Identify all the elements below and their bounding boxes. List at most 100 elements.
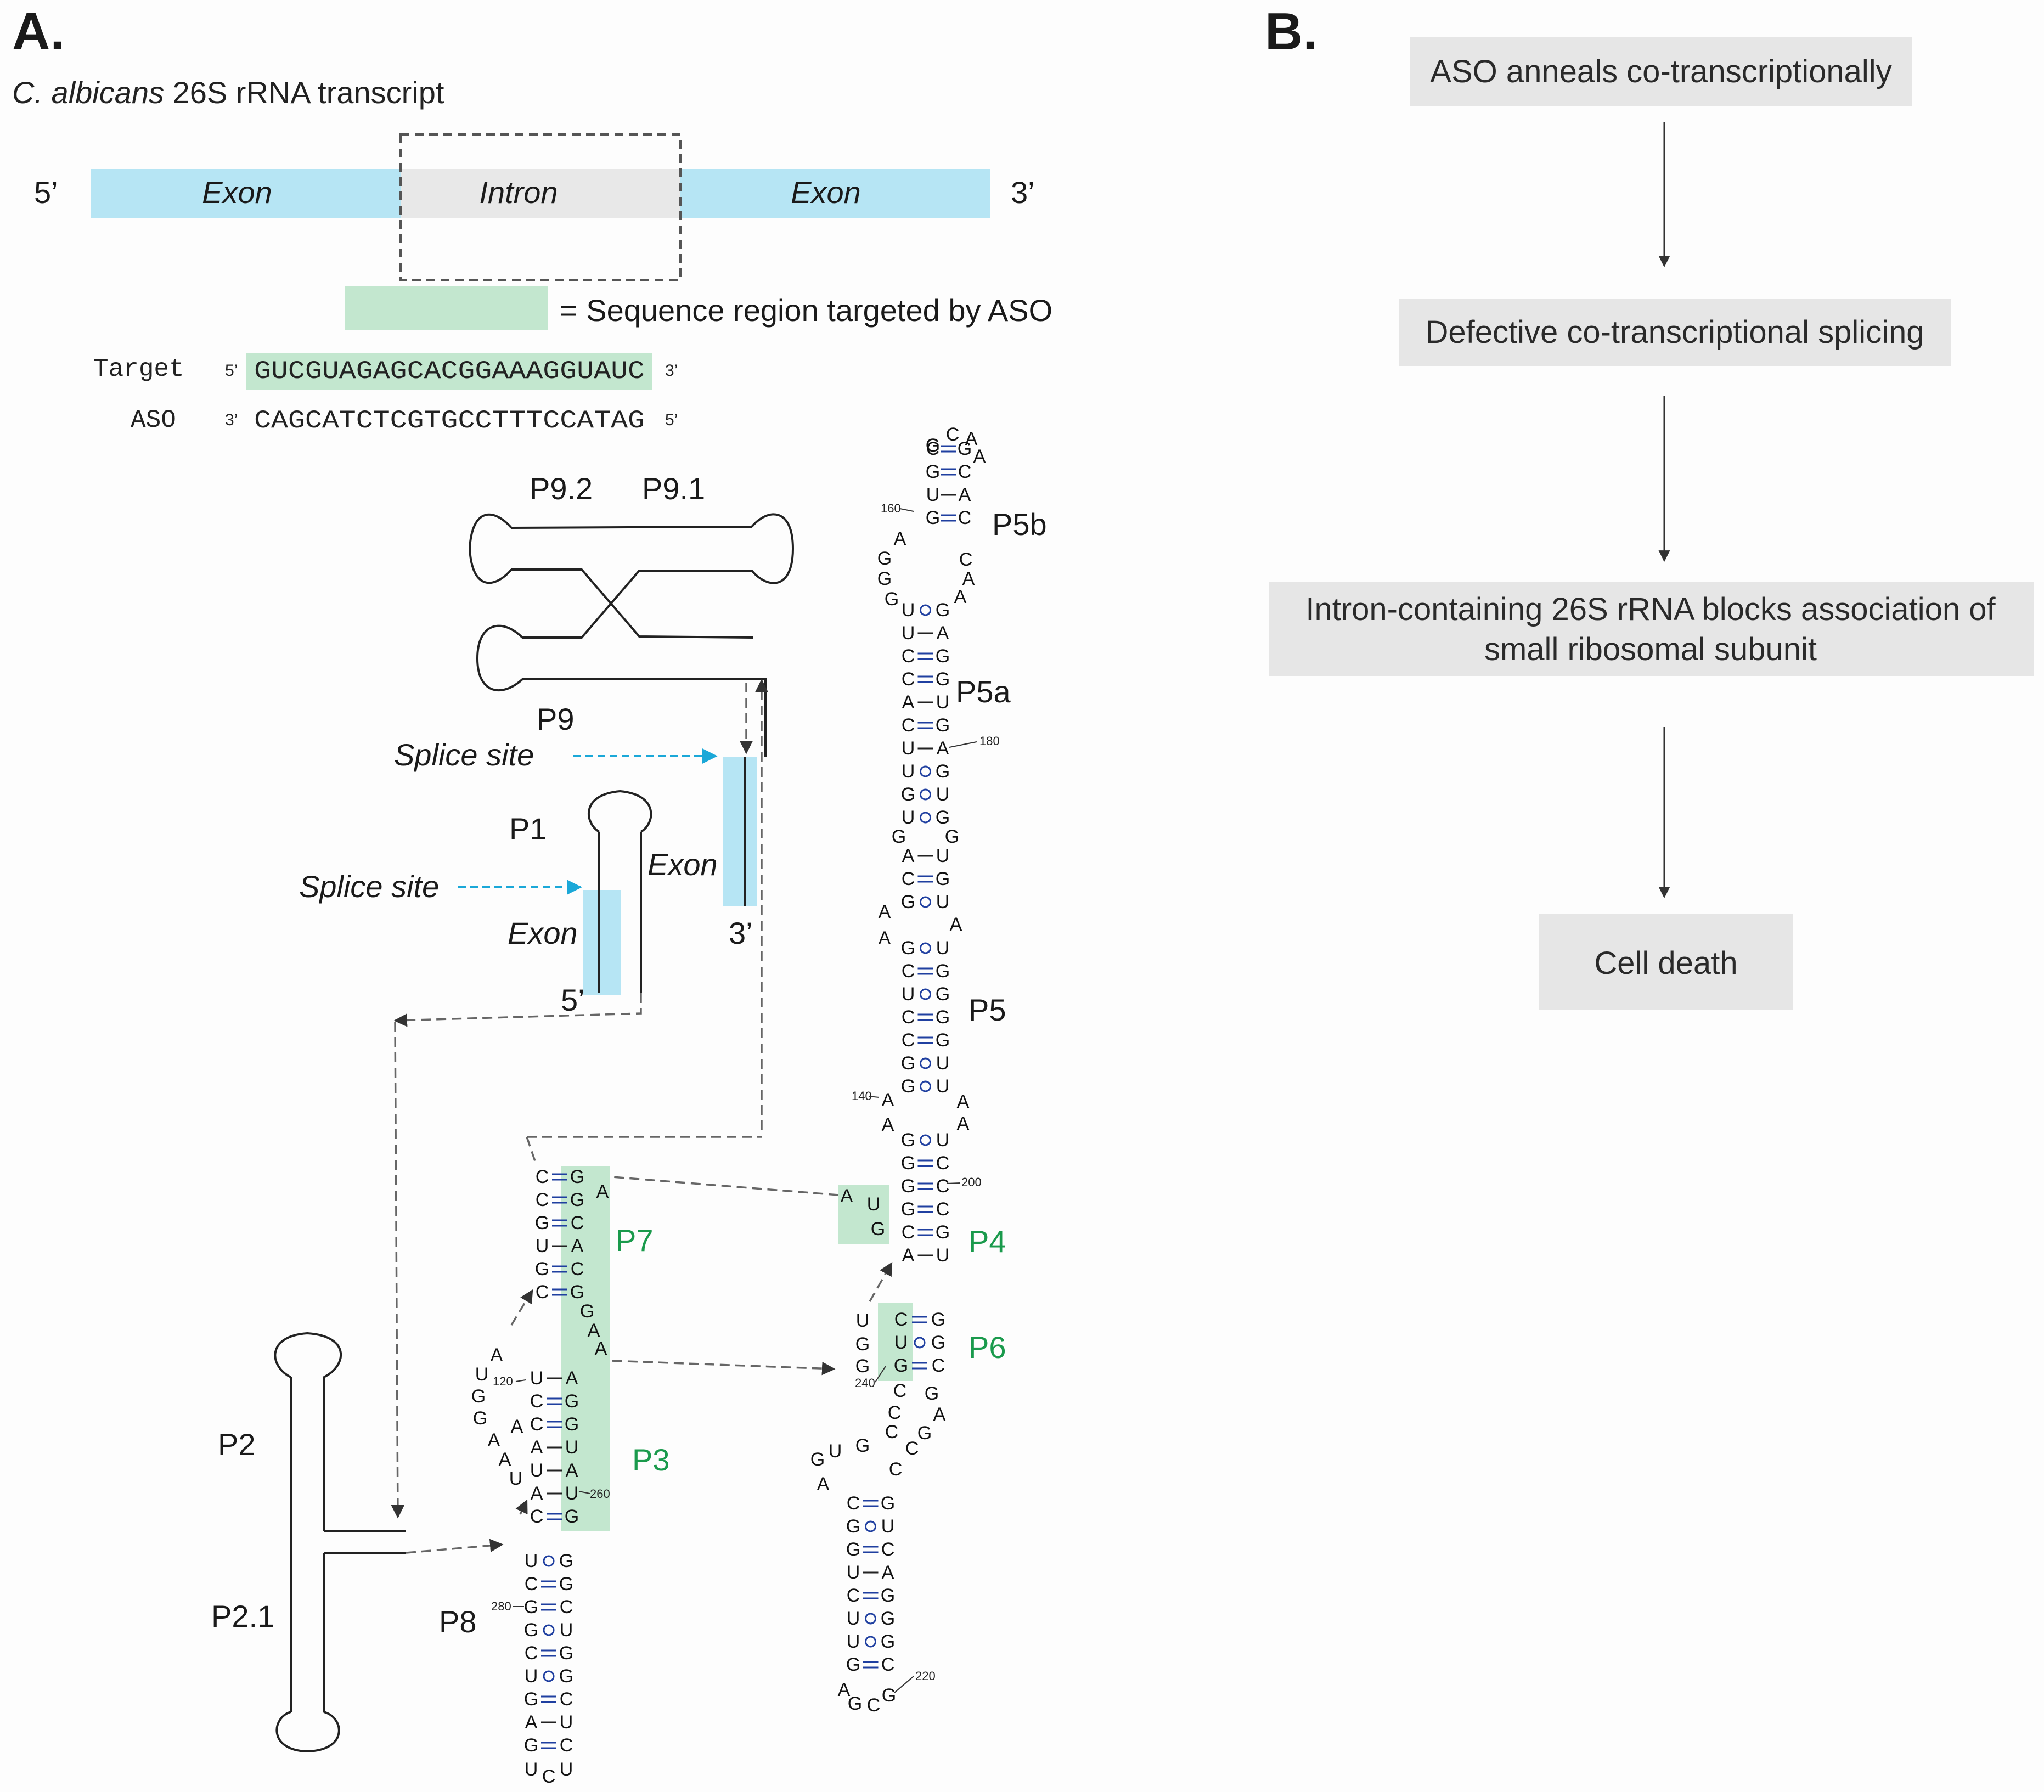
nucleotide-136: A bbox=[596, 1181, 609, 1202]
nucleotide-8: G bbox=[926, 435, 940, 456]
nucleotide-39: G bbox=[892, 826, 906, 847]
transcript-3prime: 3’ bbox=[1011, 175, 1035, 210]
exon-right-label: Exon bbox=[791, 175, 861, 210]
nucleotide-35: G bbox=[901, 784, 915, 805]
label-p4: P4 bbox=[968, 1224, 1006, 1259]
nucleotide-174: G bbox=[524, 1689, 538, 1710]
gu-wobble-pair bbox=[920, 765, 931, 777]
nucleotide-140: A bbox=[491, 1345, 503, 1366]
flowchart: ASO anneals co-transcriptionally Defecti… bbox=[1269, 37, 2034, 1010]
nucleotide-143: G bbox=[473, 1408, 487, 1429]
nucleotide-124: C bbox=[536, 1167, 549, 1187]
nucleotide-26: G bbox=[936, 669, 950, 690]
nucleotide-47: A bbox=[879, 901, 891, 922]
flow-step-1-text: ASO anneals co-transcriptionally bbox=[1430, 54, 1891, 89]
nucleotide-64: A bbox=[882, 1090, 894, 1111]
target-highlight bbox=[246, 353, 652, 390]
exon-3prime-box bbox=[723, 757, 757, 906]
dash-left-to-p2 bbox=[391, 1021, 405, 1519]
nucleotide-135: G bbox=[570, 1282, 584, 1303]
transcript-title: C. albicans 26S rRNA transcript bbox=[12, 75, 444, 110]
nucleotide-25: C bbox=[902, 669, 915, 690]
pos-120: 120 bbox=[493, 1374, 513, 1388]
nucleotide-19: U bbox=[902, 600, 915, 621]
nucleotide-170: C bbox=[525, 1643, 538, 1664]
nucleotide-80: A bbox=[841, 1186, 853, 1207]
nucleotide-99: C bbox=[905, 1438, 919, 1459]
aso-sequence: CAGCATCTCGTGCCTTTCCATAG bbox=[254, 407, 645, 435]
flow-step-3-box bbox=[1269, 582, 2034, 676]
nucleotide-43: C bbox=[902, 869, 915, 889]
nucleotide-79: U bbox=[936, 1245, 950, 1266]
nucleotide-41: A bbox=[902, 846, 915, 866]
target-sequence: GUCGUAGAGCACGGAAAGGUAUC bbox=[254, 357, 645, 386]
label-5prime-end: 5’ bbox=[561, 983, 585, 1017]
nucleotide-160: C bbox=[530, 1506, 544, 1527]
nucleotide-84: G bbox=[931, 1309, 945, 1330]
nucleotide-86: G bbox=[931, 1332, 945, 1353]
nucleotide-0: C bbox=[926, 438, 940, 459]
flow-step-2-text: Defective co-transcriptional splicing bbox=[1425, 314, 1924, 350]
gu-wobble-pair bbox=[920, 988, 931, 1000]
target-5prime: 5’ bbox=[225, 362, 238, 380]
label-p6: P6 bbox=[968, 1330, 1006, 1365]
dash-p3-to-p6 bbox=[581, 1359, 836, 1376]
nucleotide-72: G bbox=[901, 1176, 915, 1197]
nucleotide-34: G bbox=[936, 761, 950, 782]
pos-260: 260 bbox=[590, 1487, 610, 1501]
nucleotide-154: A bbox=[531, 1437, 543, 1458]
nucleotide-148: U bbox=[530, 1368, 544, 1389]
nucleotide-168: G bbox=[524, 1620, 538, 1641]
nucleotide-17: A bbox=[962, 568, 975, 589]
p1-loop bbox=[588, 790, 652, 833]
nucleotide-52: C bbox=[902, 961, 915, 982]
nucleotide-147: U bbox=[509, 1468, 523, 1489]
nucleotide-4: U bbox=[926, 484, 940, 505]
nucleotide-169: U bbox=[560, 1620, 573, 1641]
nucleotide-51: U bbox=[936, 938, 950, 959]
nucleotide-48: A bbox=[879, 928, 891, 949]
label-p2: P2 bbox=[218, 1427, 256, 1462]
nucleotide-3: C bbox=[958, 461, 972, 482]
panel-a-label: A. bbox=[12, 2, 65, 61]
label-p7: P7 bbox=[616, 1223, 654, 1258]
gu-wobble-pair bbox=[920, 788, 931, 801]
nucleotide-90: G bbox=[855, 1334, 870, 1355]
nucleotide-66: A bbox=[957, 1091, 970, 1112]
exon-5prime-box bbox=[583, 890, 621, 995]
nucleotide-114: U bbox=[847, 1608, 860, 1629]
nucleotide-158: A bbox=[531, 1483, 543, 1504]
flow-step-3-line1: Intron-containing 26S rRNA blocks associ… bbox=[1305, 591, 1996, 627]
gu-wobble-pair bbox=[865, 1636, 876, 1648]
nucleotide-178: G bbox=[524, 1735, 538, 1756]
nucleotide-106: G bbox=[846, 1516, 860, 1537]
label-exon-3prime: Exon bbox=[647, 847, 718, 882]
nucleotide-179: C bbox=[560, 1735, 573, 1756]
nucleotide-29: C bbox=[902, 715, 915, 736]
nucleotide-107: U bbox=[881, 1516, 895, 1537]
nucleotide-32: A bbox=[937, 738, 949, 759]
nucleotide-78: A bbox=[902, 1245, 915, 1266]
nucleotide-12: A bbox=[894, 528, 906, 549]
intron-label: Intron bbox=[479, 175, 558, 210]
nucleotide-144: A bbox=[488, 1430, 500, 1451]
nucleotide-111: A bbox=[882, 1562, 894, 1583]
nucleotide-54: U bbox=[902, 984, 915, 1005]
title-rest: 26S rRNA transcript bbox=[164, 75, 444, 110]
nucleotide-152: C bbox=[530, 1414, 544, 1435]
p4-aso-region bbox=[838, 1185, 889, 1244]
dash-j7-arrow bbox=[510, 1289, 533, 1326]
nucleotide-7: C bbox=[958, 508, 972, 528]
nucleotide-27: A bbox=[902, 692, 915, 713]
nucleotide-175: C bbox=[560, 1689, 573, 1710]
nucleotide-22: A bbox=[937, 623, 949, 644]
nucleotide-96: C bbox=[885, 1422, 899, 1442]
nucleotide-167: C bbox=[560, 1597, 573, 1618]
structure-labels: P9.2 P9.1 P9 P1 Splice site Splice site … bbox=[211, 471, 1047, 1639]
nucleotide-150: C bbox=[530, 1391, 544, 1412]
nucleotide-77: G bbox=[936, 1222, 950, 1243]
nucleotide-65: A bbox=[882, 1114, 894, 1135]
nucleotide-38: G bbox=[936, 807, 950, 828]
nucleotide-145: A bbox=[499, 1449, 511, 1470]
pos-280: 280 bbox=[491, 1599, 511, 1613]
